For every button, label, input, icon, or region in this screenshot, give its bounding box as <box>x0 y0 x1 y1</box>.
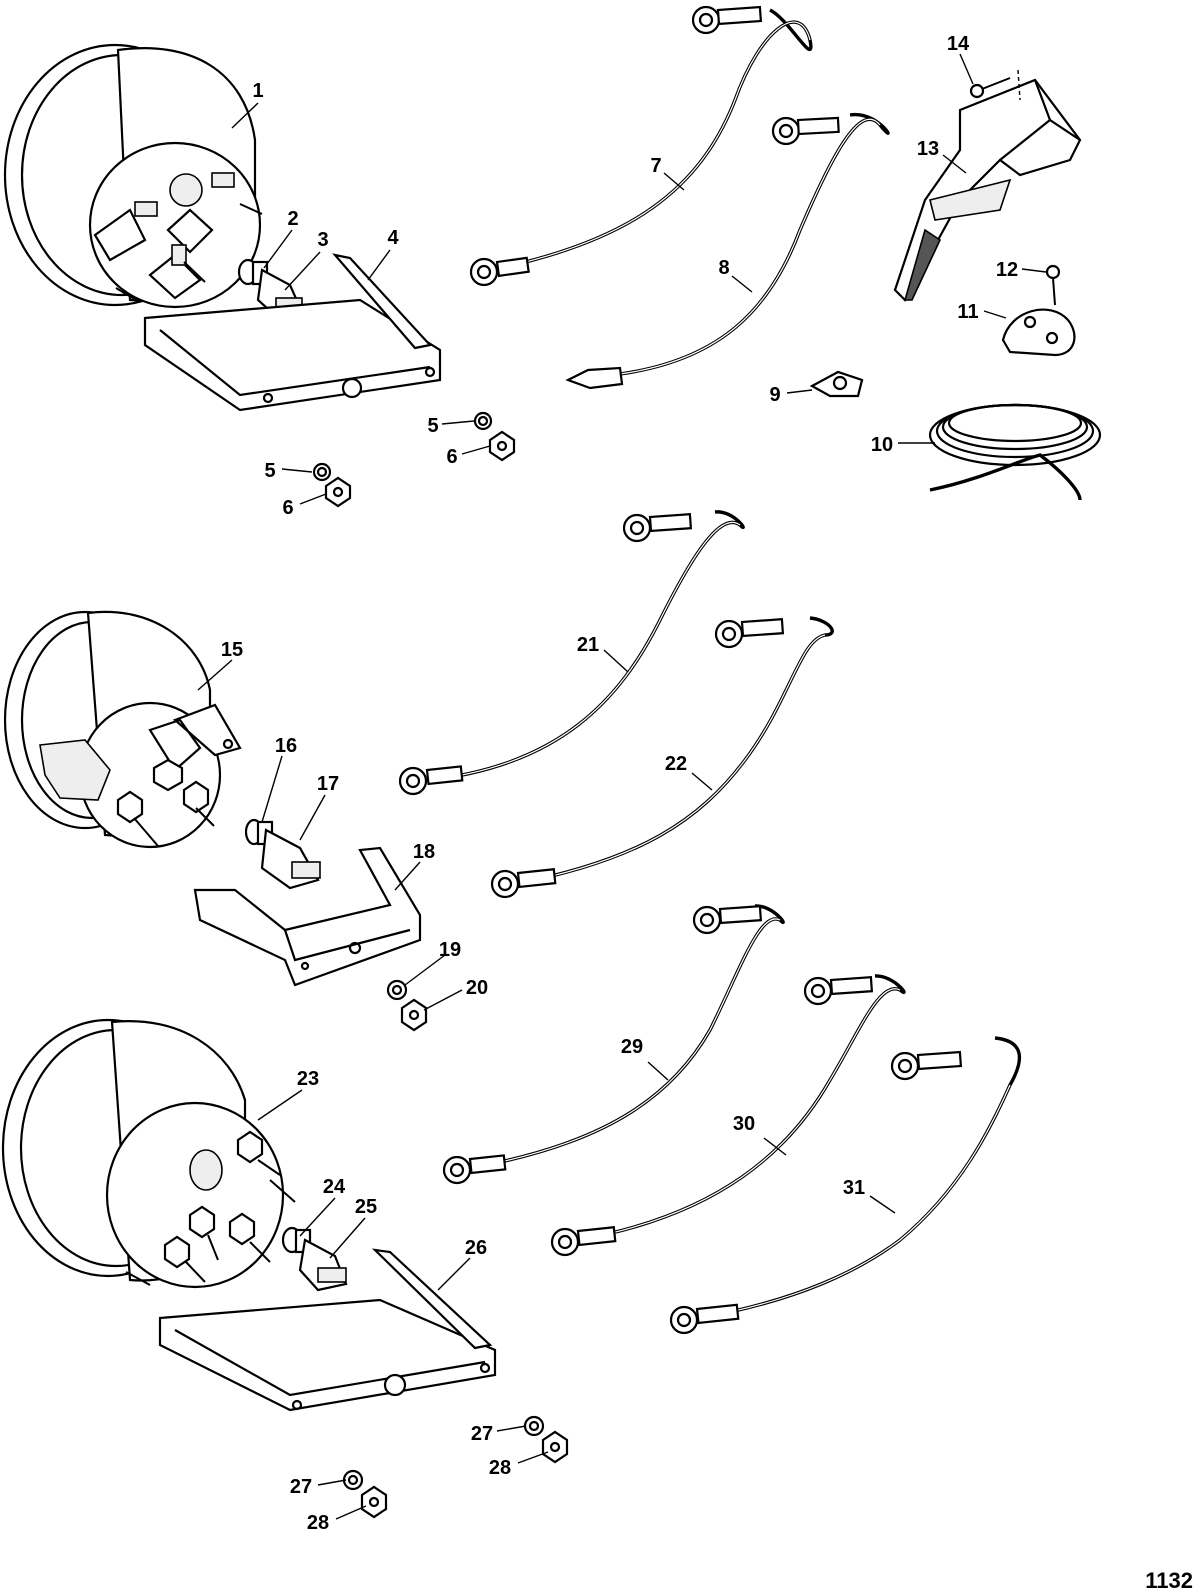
screw-14 <box>969 69 1021 101</box>
cable-22 <box>490 616 834 899</box>
callout-20: 20 <box>466 977 488 999</box>
callout-4: 4 <box>387 227 399 249</box>
callout-16: 16 <box>275 735 297 757</box>
callout-14: 14 <box>947 33 970 55</box>
cable-29 <box>442 904 785 1185</box>
bracket-4 <box>143 253 442 412</box>
leader-lines <box>197 53 1047 1520</box>
callout-29: 29 <box>621 1036 643 1058</box>
clip-9 <box>809 370 864 398</box>
callout-labels: 1 2 3 4 5 5 6 6 7 8 9 10 11 12 13 14 15 … <box>221 33 1018 1534</box>
callout-27b: 27 <box>290 1476 312 1498</box>
cable-7 <box>469 5 813 287</box>
tubing-10 <box>928 403 1102 501</box>
cable-21 <box>398 510 745 796</box>
callout-7: 7 <box>650 155 661 177</box>
bracket-18 <box>193 846 422 987</box>
callout-5a: 5 <box>427 415 438 437</box>
callout-6b: 6 <box>282 497 293 519</box>
lockwasher-27b <box>342 1469 364 1491</box>
lockwasher-19 <box>386 979 408 1001</box>
callout-30: 30 <box>733 1113 755 1135</box>
nut-6a <box>488 430 516 462</box>
cable-31 <box>669 1036 1022 1335</box>
callout-28b: 28 <box>307 1512 329 1534</box>
gauge-15 <box>3 610 242 849</box>
socket-25 <box>298 1238 348 1292</box>
pickup-13 <box>893 78 1082 302</box>
gauge-1 <box>3 43 263 309</box>
callout-18: 18 <box>413 841 435 863</box>
callout-5b: 5 <box>264 460 275 482</box>
callout-28a: 28 <box>489 1457 511 1479</box>
nut-28b <box>360 1485 388 1519</box>
callout-10: 10 <box>871 434 893 456</box>
callout-24: 24 <box>323 1176 346 1198</box>
lockwasher-5a <box>473 411 493 431</box>
callout-9: 9 <box>769 384 780 406</box>
callout-27a: 27 <box>471 1423 493 1445</box>
callout-26: 26 <box>465 1237 487 1259</box>
nut-6b <box>324 476 352 508</box>
lockwasher-5b <box>312 462 332 482</box>
callout-17: 17 <box>317 773 339 795</box>
callout-25: 25 <box>355 1196 377 1218</box>
callout-2: 2 <box>287 208 298 230</box>
socket-17 <box>260 828 321 890</box>
nut-20 <box>400 998 428 1032</box>
callout-11: 11 <box>957 301 978 323</box>
callout-8: 8 <box>718 257 729 279</box>
cover-11 <box>1001 308 1076 357</box>
callout-19: 19 <box>439 939 461 961</box>
callout-3: 3 <box>317 229 328 251</box>
screw-12 <box>1045 264 1061 306</box>
callout-6a: 6 <box>446 446 457 468</box>
lockwasher-27a <box>523 1415 545 1437</box>
figure-number: 1132 <box>1145 1568 1193 1593</box>
gauge-23 <box>1 1018 296 1289</box>
bracket-26 <box>158 1248 497 1412</box>
callout-1: 1 <box>252 80 263 102</box>
callout-22: 22 <box>665 753 687 775</box>
nut-28a <box>541 1430 569 1464</box>
bulb-24 <box>281 1226 312 1254</box>
cable-30 <box>550 974 906 1257</box>
callout-12: 12 <box>996 259 1018 281</box>
callout-21: 21 <box>577 634 599 656</box>
callout-13: 13 <box>917 138 939 160</box>
callout-15: 15 <box>221 639 243 661</box>
callout-31: 31 <box>843 1177 865 1199</box>
callout-23: 23 <box>297 1068 319 1090</box>
cable-8 <box>565 112 890 390</box>
